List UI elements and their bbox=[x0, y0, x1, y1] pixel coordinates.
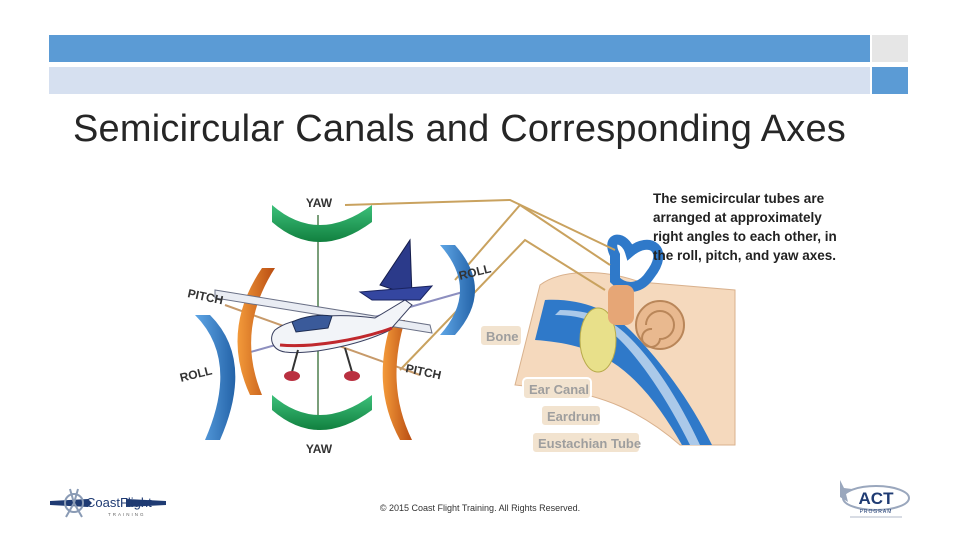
ear-canal-label-box bbox=[522, 377, 592, 400]
eardrum-label: Eardrum bbox=[547, 409, 600, 424]
leader-lines bbox=[344, 198, 616, 371]
eustachian-tube-label-box bbox=[531, 431, 641, 454]
coastflight-logo-subtext: TRAINING bbox=[108, 512, 146, 517]
coastflight-logo-text: CoastFlight bbox=[86, 495, 152, 510]
illustration-caption: The semicircular tubes are arranged at a… bbox=[653, 189, 837, 265]
eardrum-label-box bbox=[540, 404, 602, 427]
roll-arrow-left bbox=[195, 315, 236, 440]
yaw-arrow-top bbox=[272, 205, 372, 242]
pitch-arrow-right bbox=[382, 320, 412, 440]
bone-label: Bone bbox=[486, 329, 519, 344]
act-logo-subtext: PROGRAM bbox=[860, 509, 893, 515]
eustachian-tube-label: Eustachian Tube bbox=[538, 436, 641, 451]
header-bar-top bbox=[49, 35, 870, 62]
yaw-arrow-bottom bbox=[272, 395, 372, 430]
ear-canal-label: Ear Canal bbox=[529, 382, 589, 397]
yaw-label-bottom: YAW bbox=[306, 442, 333, 456]
roll-arrow-right bbox=[440, 245, 475, 335]
caption-line: The semicircular tubes are bbox=[653, 191, 825, 206]
coastflight-logo: CoastFlight TRAINING bbox=[50, 488, 166, 518]
header-bar-top-right bbox=[872, 35, 908, 62]
header-bar-second bbox=[49, 67, 870, 94]
airplane bbox=[214, 238, 434, 381]
bone-label-box bbox=[479, 324, 523, 347]
ear-cross-section bbox=[514, 234, 736, 446]
footer-copyright: © 2015 Coast Flight Training. All Rights… bbox=[379, 503, 581, 513]
roll-label-left: ROLL bbox=[178, 363, 213, 384]
header-bar-second-right bbox=[872, 67, 908, 94]
pitch-label-right: PITCH bbox=[404, 361, 442, 382]
pitch-arrow-left bbox=[237, 268, 275, 395]
caption-line: right angles to each other, in bbox=[653, 229, 837, 244]
caption-line: the roll, pitch, and yaw axes. bbox=[653, 248, 837, 263]
axes-and-ear-illustration: YAW YAW PITCH PITCH ROLL ROLL Bone Ear C… bbox=[178, 196, 736, 456]
act-program-logo: ACT PROGRAM bbox=[840, 480, 910, 518]
caption-line: arranged at approximately bbox=[653, 210, 822, 225]
pitch-label-left: PITCH bbox=[186, 286, 224, 307]
slide-title: Semicircular Canals and Corresponding Ax… bbox=[73, 108, 847, 150]
yaw-label-top: YAW bbox=[306, 196, 333, 210]
act-logo-text: ACT bbox=[859, 489, 895, 508]
